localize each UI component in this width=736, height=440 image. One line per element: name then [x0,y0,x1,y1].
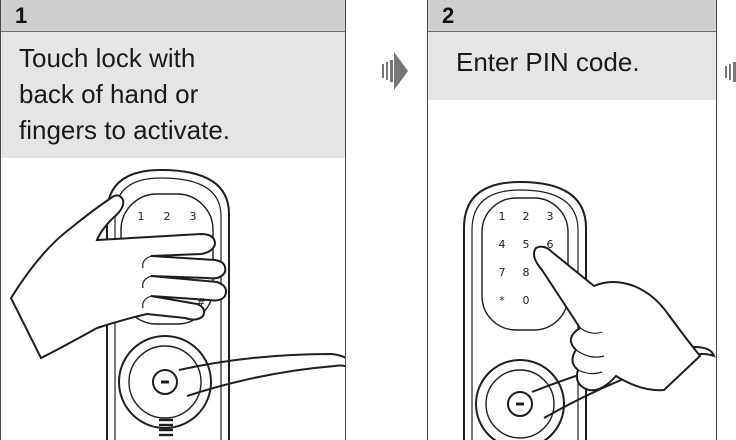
key-2: 2 [164,210,171,223]
key-hash: # [196,296,205,309]
key-0: 0 [523,294,530,307]
next-step-arrow-icon-2 [725,62,736,82]
key-1: 1 [499,210,506,223]
key-6: 6 [547,238,554,251]
lever-handle-icon [178,352,345,397]
keyhole-icon [152,369,178,395]
key-8: 8 [523,266,530,279]
lock-body [463,180,587,440]
key-5: 5 [523,238,530,251]
step-1-number: 1 [1,0,345,32]
key-4: 4 [499,238,506,251]
step-1-caption-line-3: fingers to activate. [19,115,230,145]
keyhole-icon [507,391,533,417]
key-star: * [499,294,505,307]
step-2-panel: 2 Enter PIN code. 1 2 3 4 5 6 7 8 * 0 [427,0,717,440]
pointing-finger-icon [533,245,702,392]
step-1-caption: Touch lock with back of hand or fingers … [1,32,345,158]
key-2: 2 [523,210,530,223]
lock-body [106,168,230,440]
step-1-caption-line-2: back of hand or [19,79,199,109]
step-2-caption: Enter PIN code. [428,32,716,100]
key-3: 3 [547,210,554,223]
step-2-illustration: 1 2 3 4 5 6 7 8 * 0 [463,180,716,440]
step-1-illustration: 1 2 3 # [9,168,345,440]
key-7: 7 [499,266,506,279]
lever-base [118,335,212,429]
step-2-caption-line-1: Enter PIN code. [456,47,640,77]
next-step-arrow-icon [382,52,408,90]
step-1-panel: 1 Touch lock with back of hand or finger… [0,0,346,440]
key-1: 1 [138,210,145,223]
step-2-number: 2 [428,0,716,32]
hand-icon [9,194,227,360]
key-3: 3 [190,210,197,223]
lever-base [475,359,565,440]
step-1-caption-line-1: Touch lock with [19,43,196,73]
